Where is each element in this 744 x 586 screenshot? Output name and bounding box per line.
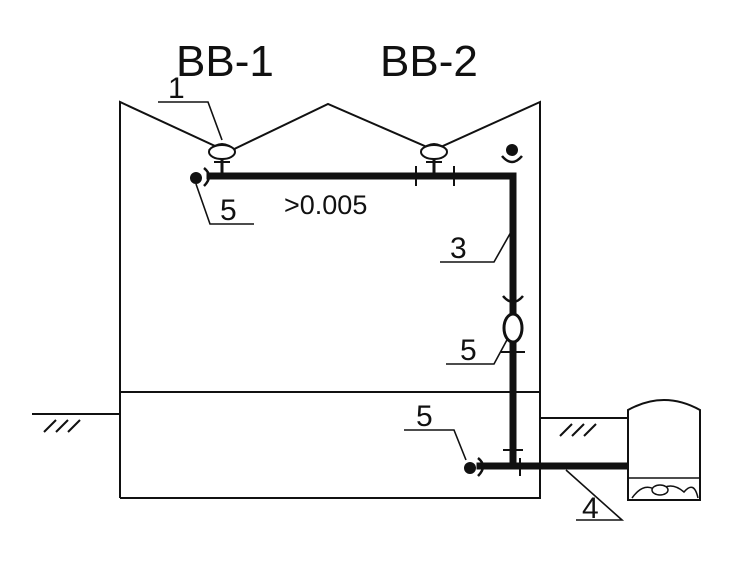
callout-4: 4: [582, 492, 599, 525]
roof-inlet-2-icon: [420, 143, 448, 176]
ground-hatch-right: [559, 423, 597, 437]
riser-base-fittings: [503, 449, 523, 476]
leader-5a: [195, 183, 254, 225]
leader-3: [440, 231, 512, 263]
building-outline: [119, 100, 541, 499]
cleanout-plug-bottom-icon: [464, 457, 485, 477]
cleanout-plug-left-icon: [190, 167, 211, 187]
riser-inspection-icon: [501, 295, 525, 353]
slope-label: >0.005: [284, 190, 367, 220]
callout-5b: 5: [460, 334, 477, 367]
receiving-tank-icon: [627, 399, 701, 501]
unit-label-bb1: BB-1: [176, 37, 274, 86]
leader-5b: [446, 337, 509, 365]
cleanout-plug-top-icon: [501, 144, 523, 164]
pipe-fitting-marks: [415, 166, 455, 186]
callout-3: 3: [450, 232, 467, 265]
unit-label-bb2: BB-2: [380, 37, 478, 86]
callout-5c: 5: [416, 400, 433, 433]
leader-4: [565, 469, 625, 521]
ground-hatch-left: [43, 419, 81, 433]
roof-inlet-1-icon: [208, 143, 236, 176]
callout-1: 1: [168, 72, 185, 105]
leader-1: [158, 101, 223, 141]
callout-5a: 5: [220, 194, 237, 227]
leader-5c: [404, 429, 467, 461]
